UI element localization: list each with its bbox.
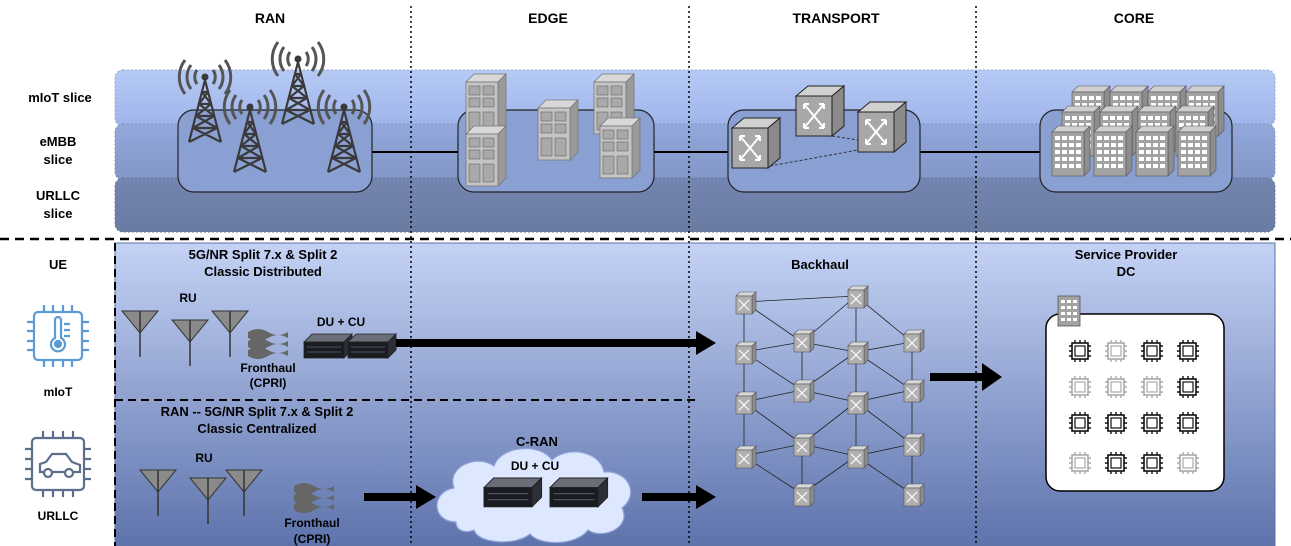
switch-icon (903, 483, 925, 507)
server-rack-icon (465, 125, 507, 187)
centralized-title-line2: Classic Centralized (197, 421, 316, 436)
processor-chip-icon (1104, 375, 1128, 399)
centralized-fronthaul-label-line2: (CPRI) (294, 532, 331, 546)
processor-chip-icon (1140, 339, 1164, 363)
switch-icon (847, 285, 869, 309)
switch-icon (903, 433, 925, 457)
processor-chip-icon (1068, 375, 1092, 399)
ue-miot-label: mIoT (44, 385, 73, 399)
server-block-icon (1051, 125, 1091, 177)
switch-icon (847, 445, 869, 469)
du-cu-server-icon (303, 333, 353, 359)
column-header-transport: TRANSPORT (792, 10, 880, 26)
du-cu-server-icon (483, 477, 543, 508)
processor-chip-icon (1176, 339, 1200, 363)
column-header-ran: RAN (255, 10, 285, 26)
miot-thermometer-chip-icon (27, 305, 89, 367)
distributed-fronthaul-label-line1: Fronthaul (240, 361, 295, 375)
processor-chip-icon (1068, 339, 1092, 363)
processor-chip-icon (1176, 375, 1200, 399)
backhaul-to-dc-arrow (930, 363, 1002, 391)
distributed-ru-label: RU (179, 291, 196, 305)
switch-icon (735, 341, 757, 365)
switch-icon (793, 433, 815, 457)
processor-chip-icon (1068, 411, 1092, 435)
processor-chip-icon (1104, 411, 1128, 435)
cran-du-cu-label: DU + CU (511, 459, 559, 473)
column-dividers (410, 6, 977, 546)
switch-icon (793, 379, 815, 403)
ue-title: UE (49, 257, 67, 272)
slice-labels: mIoT slice eMBB slice URLLC slice (28, 90, 92, 221)
switch-icon (793, 483, 815, 507)
router-switch-icon (731, 117, 781, 169)
distributed-du-cu-label: DU + CU (317, 315, 365, 329)
service-provider-title-line2: DC (1117, 264, 1136, 279)
server-block-icon (1093, 125, 1133, 177)
urllc-car-chip-icon (25, 431, 91, 497)
router-switch-icon (857, 101, 907, 153)
processor-chip-icon (1140, 411, 1164, 435)
processor-chip-icon (1140, 375, 1164, 399)
cran-to-backhaul-arrow (642, 485, 716, 509)
switch-icon (735, 445, 757, 469)
building-icon (1057, 295, 1081, 327)
processor-chip-icon (1104, 451, 1128, 475)
centralized-fronthaul-label-line1: Fronthaul (284, 516, 339, 530)
switch-icon (735, 391, 757, 415)
centralized-title-line1: RAN -- 5G/NR Split 7.x & Split 2 (161, 404, 354, 419)
processor-chip-icon (1140, 451, 1164, 475)
backhaul-title: Backhaul (791, 257, 849, 272)
miot-slice-label: mIoT slice (28, 90, 92, 105)
distributed-title-line1: 5G/NR Split 7.x & Split 2 (189, 247, 338, 262)
processor-chip-icon (1176, 451, 1200, 475)
switch-icon (735, 291, 757, 315)
urllc-slice-label-line1: URLLC (36, 188, 81, 203)
processor-chip-icon (1104, 339, 1128, 363)
switch-icon (847, 391, 869, 415)
server-rack-icon (599, 117, 641, 179)
server-block-icon (1135, 125, 1175, 177)
cran-label: C-RAN (516, 434, 558, 449)
distributed-fronthaul-label-line2: (CPRI) (250, 376, 287, 390)
urllc-slice-band (114, 177, 1276, 233)
column-header-edge: EDGE (528, 10, 568, 26)
du-cu-server-icon (347, 333, 397, 359)
switch-icon (847, 341, 869, 365)
fronthaul-to-cran-arrow (364, 485, 436, 509)
distributed-title-line2: Classic Distributed (204, 264, 322, 279)
switch-icon (793, 329, 815, 353)
column-header-core: CORE (1114, 10, 1154, 26)
server-block-icon (1177, 125, 1217, 177)
server-rack-icon (465, 73, 507, 135)
transport-link (831, 135, 859, 141)
switch-icon (903, 329, 925, 353)
service-provider-title-line1: Service Provider (1075, 247, 1178, 262)
du-cu-server-icon (549, 477, 609, 508)
embb-slice-label-line1: eMBB (40, 134, 77, 149)
urllc-slice-label-line2: slice (44, 206, 73, 221)
server-rack-icon (537, 99, 579, 161)
switch-icon (903, 379, 925, 403)
core-datacenter-icons (1051, 85, 1225, 177)
ue-urllc-label: URLLC (38, 509, 79, 523)
router-switch-icon (795, 85, 845, 137)
centralized-ru-label: RU (195, 451, 212, 465)
processor-chip-icon (1068, 451, 1092, 475)
processor-chip-icon (1176, 411, 1200, 435)
embb-slice-label-line2: slice (44, 152, 73, 167)
backhaul-mesh-links (743, 295, 913, 495)
column-headers: RAN EDGE TRANSPORT CORE (255, 10, 1154, 26)
distributed-to-backhaul-arrow (396, 331, 716, 355)
